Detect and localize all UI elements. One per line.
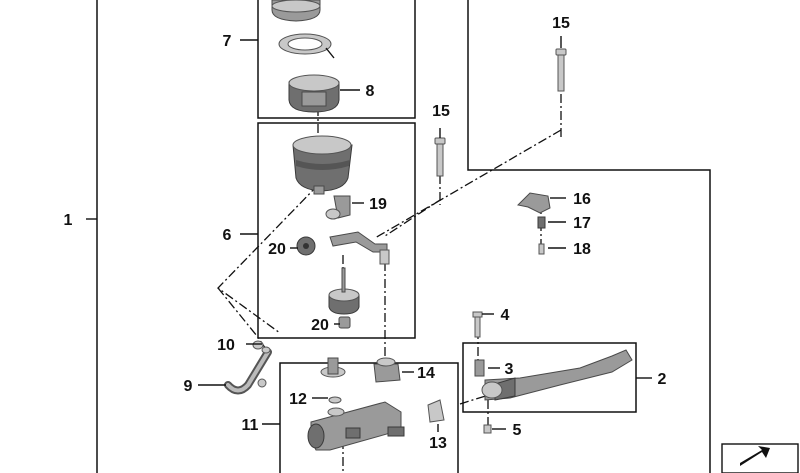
callout-15a: 15 <box>432 103 450 120</box>
bolt-15a <box>434 137 446 177</box>
callout-20a: 20 <box>268 241 286 258</box>
float-insert <box>288 74 340 113</box>
bolt-15b <box>555 48 567 92</box>
assembly-line-hose <box>217 184 319 334</box>
callout-3: 3 <box>505 361 514 378</box>
diaphragm-ring <box>278 33 335 59</box>
mount-bracket <box>329 231 390 265</box>
seal-12 <box>327 396 345 417</box>
hose-9 <box>224 348 272 395</box>
callout-2: 2 <box>658 371 667 388</box>
switch-16 <box>516 192 551 214</box>
callout-8: 8 <box>366 83 375 100</box>
reservoir-cap <box>271 0 321 22</box>
callout-4: 4 <box>501 307 510 324</box>
master-cylinder <box>307 401 405 451</box>
callout-17: 17 <box>573 215 591 232</box>
frame-master-cylinder <box>279 362 459 473</box>
callout-18: 18 <box>573 241 591 258</box>
callout-13: 13 <box>429 435 447 452</box>
callout-11: 11 <box>242 417 259 434</box>
callout-6: 6 <box>223 227 232 244</box>
callout-5: 5 <box>513 422 522 439</box>
adapter-14 <box>373 357 401 383</box>
callout-14: 14 <box>417 365 435 382</box>
callout-7: 7 <box>223 33 232 50</box>
frame-right <box>467 0 711 473</box>
frame-reservoir-cap <box>257 0 416 119</box>
reservoir-bracket <box>325 195 351 220</box>
callout-20b: 20 <box>311 317 329 334</box>
grommet-lower <box>338 316 351 329</box>
pin-4 <box>472 311 483 338</box>
rubber-mount <box>328 267 360 315</box>
callout-1: 1 <box>64 212 73 229</box>
brake-lever <box>481 349 633 401</box>
bushing-3 <box>474 359 485 377</box>
assembly-line-15a-b <box>384 199 441 237</box>
callout-19: 19 <box>369 196 387 213</box>
callout-9: 9 <box>184 378 193 395</box>
assembly-line-hose-2 <box>217 287 271 356</box>
clip-10 <box>252 340 271 354</box>
callout-15b: 15 <box>552 15 570 32</box>
callout-10: 10 <box>217 337 235 354</box>
banjo-bolt <box>320 357 346 378</box>
grommet-upper <box>296 236 316 256</box>
reservoir-body <box>292 135 353 195</box>
spring-17 <box>537 216 546 229</box>
screw-18 <box>538 243 545 255</box>
arrow-icon <box>721 443 799 473</box>
nut-5 <box>483 424 492 434</box>
boot-13 <box>427 399 445 423</box>
callout-12: 12 <box>289 391 307 408</box>
frame-reservoir <box>257 122 416 339</box>
callout-16: 16 <box>573 191 591 208</box>
assembly-line-bracket <box>374 129 562 239</box>
